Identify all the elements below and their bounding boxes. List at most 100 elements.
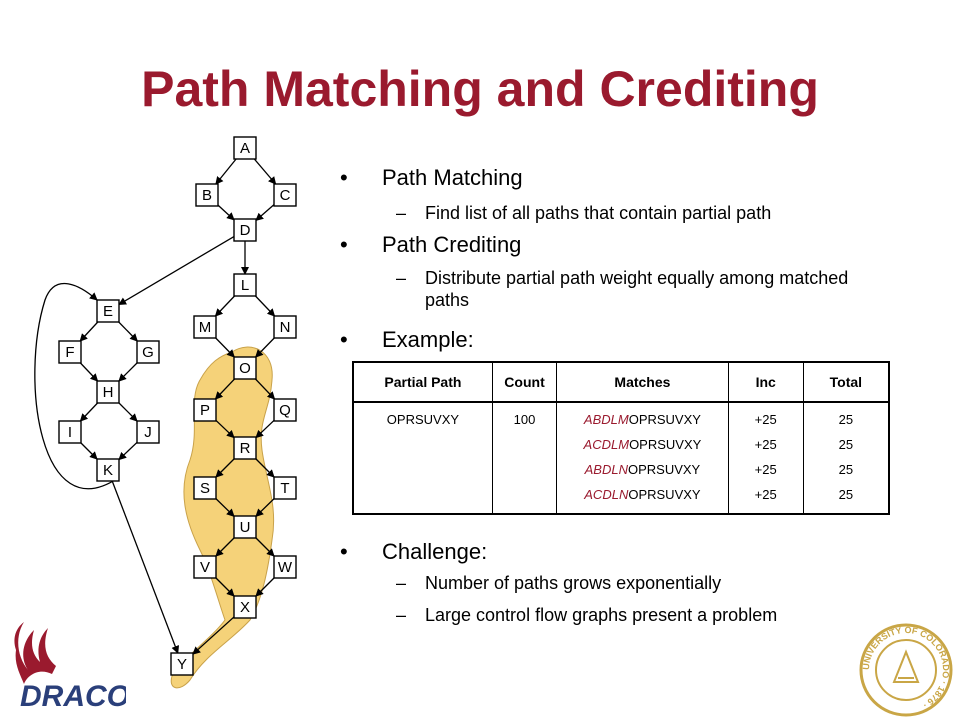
edge-f-h	[79, 362, 99, 382]
graph-node-i: I	[58, 420, 82, 444]
match-entry: ACDLMOPRSUVXY	[583, 437, 702, 452]
node-label: B	[202, 187, 212, 204]
draco-logo-text: DRACO	[20, 680, 126, 713]
dash-marker: –	[396, 573, 407, 593]
edge-w-x	[255, 577, 275, 597]
edge-r-t	[255, 458, 275, 478]
edge-j-k	[118, 441, 138, 461]
edge-k-e-loop	[34, 282, 119, 490]
bullet-dot: •	[340, 539, 348, 564]
node-box	[170, 652, 194, 676]
node-box	[96, 299, 120, 323]
dash-marker: –	[396, 268, 407, 288]
node-box	[136, 340, 160, 364]
node-label: I	[68, 424, 72, 441]
node-label: F	[65, 344, 74, 361]
edge-v-x	[215, 577, 235, 597]
node-label: A	[240, 140, 250, 157]
node-label: U	[240, 519, 251, 536]
edge-s-u	[215, 498, 235, 517]
node-box	[58, 340, 82, 364]
graph-node-d: D	[233, 218, 257, 242]
graph-node-k: K	[96, 458, 120, 482]
table-header-row: Partial Path Count Matches Inc Total	[352, 361, 890, 403]
edge-b-d	[217, 204, 235, 221]
node-label: R	[240, 440, 251, 457]
edge-l-m	[214, 295, 235, 317]
node-box	[273, 315, 297, 339]
node-label: T	[280, 480, 289, 497]
bullet-dot: •	[340, 232, 348, 257]
node-label: Y	[177, 656, 187, 673]
graph-node-m: M	[193, 315, 217, 339]
graph-node-r: R	[233, 436, 257, 460]
graph-node-n: N	[273, 315, 297, 339]
node-box	[193, 398, 217, 422]
node-label: N	[280, 319, 291, 336]
node-box	[195, 183, 219, 207]
edge-h-j	[118, 402, 138, 422]
edge-g-h	[118, 362, 138, 382]
edge-u-w	[255, 537, 275, 557]
node-box	[233, 515, 257, 539]
node-label: G	[142, 344, 154, 361]
seal-emblem-icon	[892, 649, 920, 683]
total-value: 25	[838, 437, 854, 452]
total-value: 25	[838, 462, 854, 477]
cell-total: 25 25 25 25	[802, 402, 890, 514]
graph-node-v: V	[193, 555, 217, 579]
node-label: E	[103, 303, 113, 320]
edge-o-p	[214, 378, 235, 400]
edge-x-y	[192, 616, 235, 655]
edge-t-u	[255, 498, 275, 517]
cell-count: 100	[491, 402, 558, 514]
graph-node-j: J	[136, 420, 160, 444]
edge-u-v	[215, 537, 235, 557]
graph-node-a: A	[233, 136, 257, 160]
edge-a-b	[215, 158, 237, 185]
edge-e-g	[118, 321, 138, 342]
node-label: H	[103, 384, 114, 401]
inc-value: +25	[754, 462, 777, 477]
graph-node-y: Y	[170, 652, 194, 676]
match-entry: ACDLNOPRSUVXY	[584, 487, 701, 502]
node-label: W	[278, 559, 293, 576]
edge-r-s	[215, 458, 235, 478]
node-box	[233, 595, 257, 619]
table-row: OPRSUVXY 100 ABDLMOPRSUVXY ACDLMOPRSUVXY…	[352, 402, 890, 514]
header-total: Total	[802, 361, 890, 403]
node-box	[193, 476, 217, 500]
node-box	[136, 420, 160, 444]
graph-node-l: L	[233, 273, 257, 297]
edge-q-r	[255, 419, 275, 439]
node-label: V	[200, 559, 210, 576]
node-box	[233, 273, 257, 297]
path-matching-table: Partial Path Count Matches Inc Total OPR…	[352, 361, 890, 515]
node-label: L	[241, 277, 249, 294]
inc-value: +25	[754, 487, 777, 502]
node-label: C	[280, 187, 291, 204]
university-seal: UNIVERSITY OF COLORADO · 1876 ·	[859, 623, 953, 717]
node-label: X	[240, 599, 250, 616]
highlighted-path-region	[170, 346, 275, 689]
graph-node-t: T	[273, 476, 297, 500]
node-box	[273, 183, 297, 207]
dragon-icon	[14, 622, 57, 684]
node-box	[96, 380, 120, 404]
total-value: 25	[838, 487, 854, 502]
node-box	[233, 218, 257, 242]
graph-node-u: U	[233, 515, 257, 539]
header-count: Count	[491, 361, 558, 403]
node-box	[233, 136, 257, 160]
graph-node-q: Q	[273, 398, 297, 422]
node-box	[273, 555, 297, 579]
node-label: P	[200, 402, 210, 419]
cell-inc: +25 +25 +25 +25	[727, 402, 804, 514]
node-box	[96, 458, 120, 482]
graph-node-c: C	[273, 183, 297, 207]
edge-m-o	[215, 337, 235, 358]
graph-node-s: S	[193, 476, 217, 500]
node-label: J	[144, 424, 152, 441]
graph-node-b: B	[195, 183, 219, 207]
